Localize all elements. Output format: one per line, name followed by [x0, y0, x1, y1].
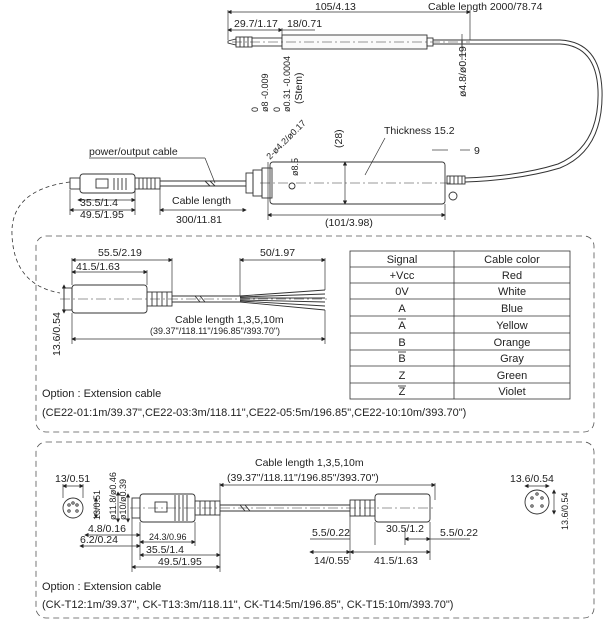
ext2-dim-6-2: 6.2/0.24 — [80, 534, 118, 546]
dim-18-label: 18/0.71 — [287, 18, 322, 30]
ext2-dimensions — [62, 482, 557, 572]
ext1-option-title: Option : Extension cable — [42, 388, 161, 400]
ext1-dimensions — [61, 257, 326, 344]
extension-cable-1-panel — [35, 235, 595, 433]
table-row: White — [498, 286, 526, 298]
ext2-dim-13-vertical: 13/0.51 — [92, 490, 102, 520]
table-row: Blue — [501, 303, 523, 315]
ext2-option-models: (CK-T12:1m/39.37", CK-T13:3m/118.11", CK… — [42, 599, 453, 611]
ext2-dim-5-5-left: 5.5/0.22 — [312, 527, 350, 539]
table-row: Z — [399, 370, 406, 382]
left-socket-face — [62, 497, 84, 519]
overall-length-label: 105/4.13 — [315, 1, 356, 13]
ext2-dim-35-5: 35.5/1.4 — [146, 544, 184, 556]
ext2-dim-11-8: ø11.8/ø0.46 — [108, 472, 118, 520]
table-row: Orange — [494, 337, 531, 349]
dim-28-label: (28) — [333, 129, 345, 148]
table-header-color: Cable color — [484, 254, 540, 266]
ext2-option-title: Option : Extension cable — [42, 581, 161, 593]
power-cable-label: power/output cable — [89, 146, 178, 158]
table-row: B — [398, 337, 405, 349]
ext2-dim-13-6-side: 13.6/0.54 — [560, 492, 570, 530]
ext1-cable-length-line2: (39.37"/118.11"/196.85"/393.70") — [150, 326, 280, 336]
svg-text:0: 0 — [272, 107, 282, 112]
ext2-cable-length-line2: (39.37"/118.11"/196.85"/393.70") — [227, 472, 379, 484]
signal-overbars — [398, 318, 406, 387]
stem-label: (Stem) — [293, 73, 305, 105]
svg-text:ø8 -0.009: ø8 -0.009 — [260, 73, 270, 112]
dim-9-label: 9 — [474, 145, 480, 157]
ext2-dim-41-5: 41.5/1.63 — [374, 555, 418, 567]
extension-cable-2-panel — [35, 441, 595, 619]
stem-dimension-inch: 0 ø0.31 -0.0004 — [272, 56, 292, 112]
cable-diameter-label: ø4.8/ø0.19 — [457, 46, 469, 97]
ext1-option-models: (CE22-01:1m/39.37",CE22-03:3m/118.11",CE… — [42, 407, 466, 419]
dim-29-7-label: 29.7/1.17 — [234, 18, 278, 30]
right-plug-face — [524, 489, 550, 515]
dim-35-5-label: 35.5/1.4 — [80, 197, 118, 209]
ext1-cable-length-line1: Cable length 1,3,5,10m — [175, 314, 284, 326]
table-row: Z — [399, 386, 406, 398]
sensor-assembly — [11, 34, 603, 294]
ext2-dim-5-5-right: 5.5/0.22 — [440, 527, 478, 539]
cable-length-value: 300/11.81 — [176, 214, 222, 226]
probe-cable — [433, 39, 603, 183]
dim-8-5-label: ø8.5 — [290, 158, 300, 176]
table-row: A — [398, 303, 406, 315]
stem-dimension: 0 ø8 -0.009 — [250, 73, 270, 112]
table-row: Yellow — [496, 320, 527, 332]
ext2-dim-4-8: 4.8/0.16 — [88, 523, 126, 535]
table-row: Violet — [498, 386, 525, 398]
svg-text:0: 0 — [250, 107, 260, 112]
ext2-dim-49-5: 49.5/1.95 — [158, 556, 202, 568]
thickness-label: Thickness 15.2 — [384, 125, 455, 137]
top-dimensions — [69, 9, 471, 220]
hole-diameter-label: 2-ø4.2/ø0.17 — [264, 118, 308, 162]
table-header-signal: Signal — [387, 254, 418, 266]
dim-101-label: (101/3.98) — [325, 217, 373, 229]
cable-length-label: Cable length — [172, 195, 231, 207]
ext2-cable-length-line1: Cable length 1,3,5,10m — [255, 457, 364, 469]
mini-din-connector — [79, 173, 136, 194]
cable-length-main-label: Cable length 2000/78.74 — [428, 1, 543, 13]
ext1-dim-13-6: 13.6/0.54 — [51, 312, 63, 356]
ext1-dim-50: 50/1.97 — [260, 247, 295, 259]
dim-49-5-label: 49.5/1.95 — [80, 209, 124, 221]
signal-table-text: Signal Cable color +Vcc Red 0V White A B… — [387, 254, 540, 398]
ext1-labels: 55.5/2.19 41.5/1.63 50/1.97 13.6/0.54 Ca… — [42, 247, 466, 419]
table-row: 0V — [395, 286, 409, 298]
table-row: Green — [497, 370, 528, 382]
table-row: +Vcc — [390, 270, 415, 282]
extension-cable-2-drawing — [62, 489, 550, 523]
ext1-dim-55-5: 55.5/2.19 — [98, 247, 142, 259]
extension-cable-1-drawing — [60, 284, 330, 314]
ext2-labels: 13/0.51 13/0.51 ø11.8/ø0.46 ø10/ø0.39 4.… — [42, 457, 570, 611]
ext2-right-connector — [374, 493, 431, 523]
ext2-dim-14: 14/0.55 — [314, 555, 349, 567]
table-row: Gray — [500, 353, 524, 365]
ext2-dim-24-3: 24.3/0.96 — [149, 532, 187, 542]
signal-color-table — [349, 250, 571, 400]
ext2-dim-13-6-top: 13.6/0.54 — [510, 473, 554, 485]
table-row: Red — [502, 270, 522, 282]
ext2-dim-10: ø10/ø0.39 — [118, 479, 128, 520]
ext1-dim-41-5: 41.5/1.63 — [76, 261, 120, 273]
ext2-dim-13: 13/0.51 — [55, 473, 90, 485]
svg-text:ø0.31 -0.0004: ø0.31 -0.0004 — [282, 56, 292, 112]
table-row: A — [398, 320, 406, 332]
ext2-dim-30-5: 30.5/1.2 — [386, 523, 424, 535]
table-row: B — [398, 353, 405, 365]
